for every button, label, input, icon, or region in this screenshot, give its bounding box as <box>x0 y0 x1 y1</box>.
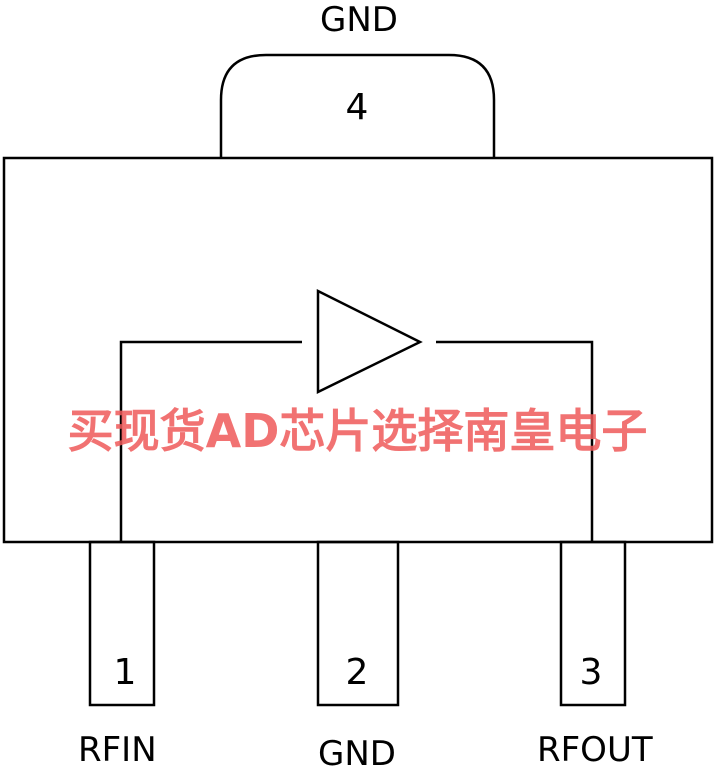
pin-1-label: RFIN <box>78 730 157 770</box>
amplifier-triangle-icon <box>316 288 423 395</box>
pin-3-number: 3 <box>579 652 603 693</box>
pin-3-label: RFOUT <box>537 730 653 770</box>
watermark-text: 买现货AD芯片选择南皇电子 <box>67 404 648 458</box>
package-body <box>2 156 714 544</box>
output-trace <box>436 340 594 542</box>
pin-1-number: 1 <box>113 652 137 693</box>
pin-4-number: 4 <box>345 87 369 128</box>
pin-4-tab <box>219 53 496 158</box>
pin-2-lead <box>316 540 400 707</box>
pin-2-label: GND <box>318 734 396 774</box>
input-trace <box>119 340 302 542</box>
pin-4-label: GND <box>320 0 398 40</box>
pin-2-number: 2 <box>345 652 369 693</box>
